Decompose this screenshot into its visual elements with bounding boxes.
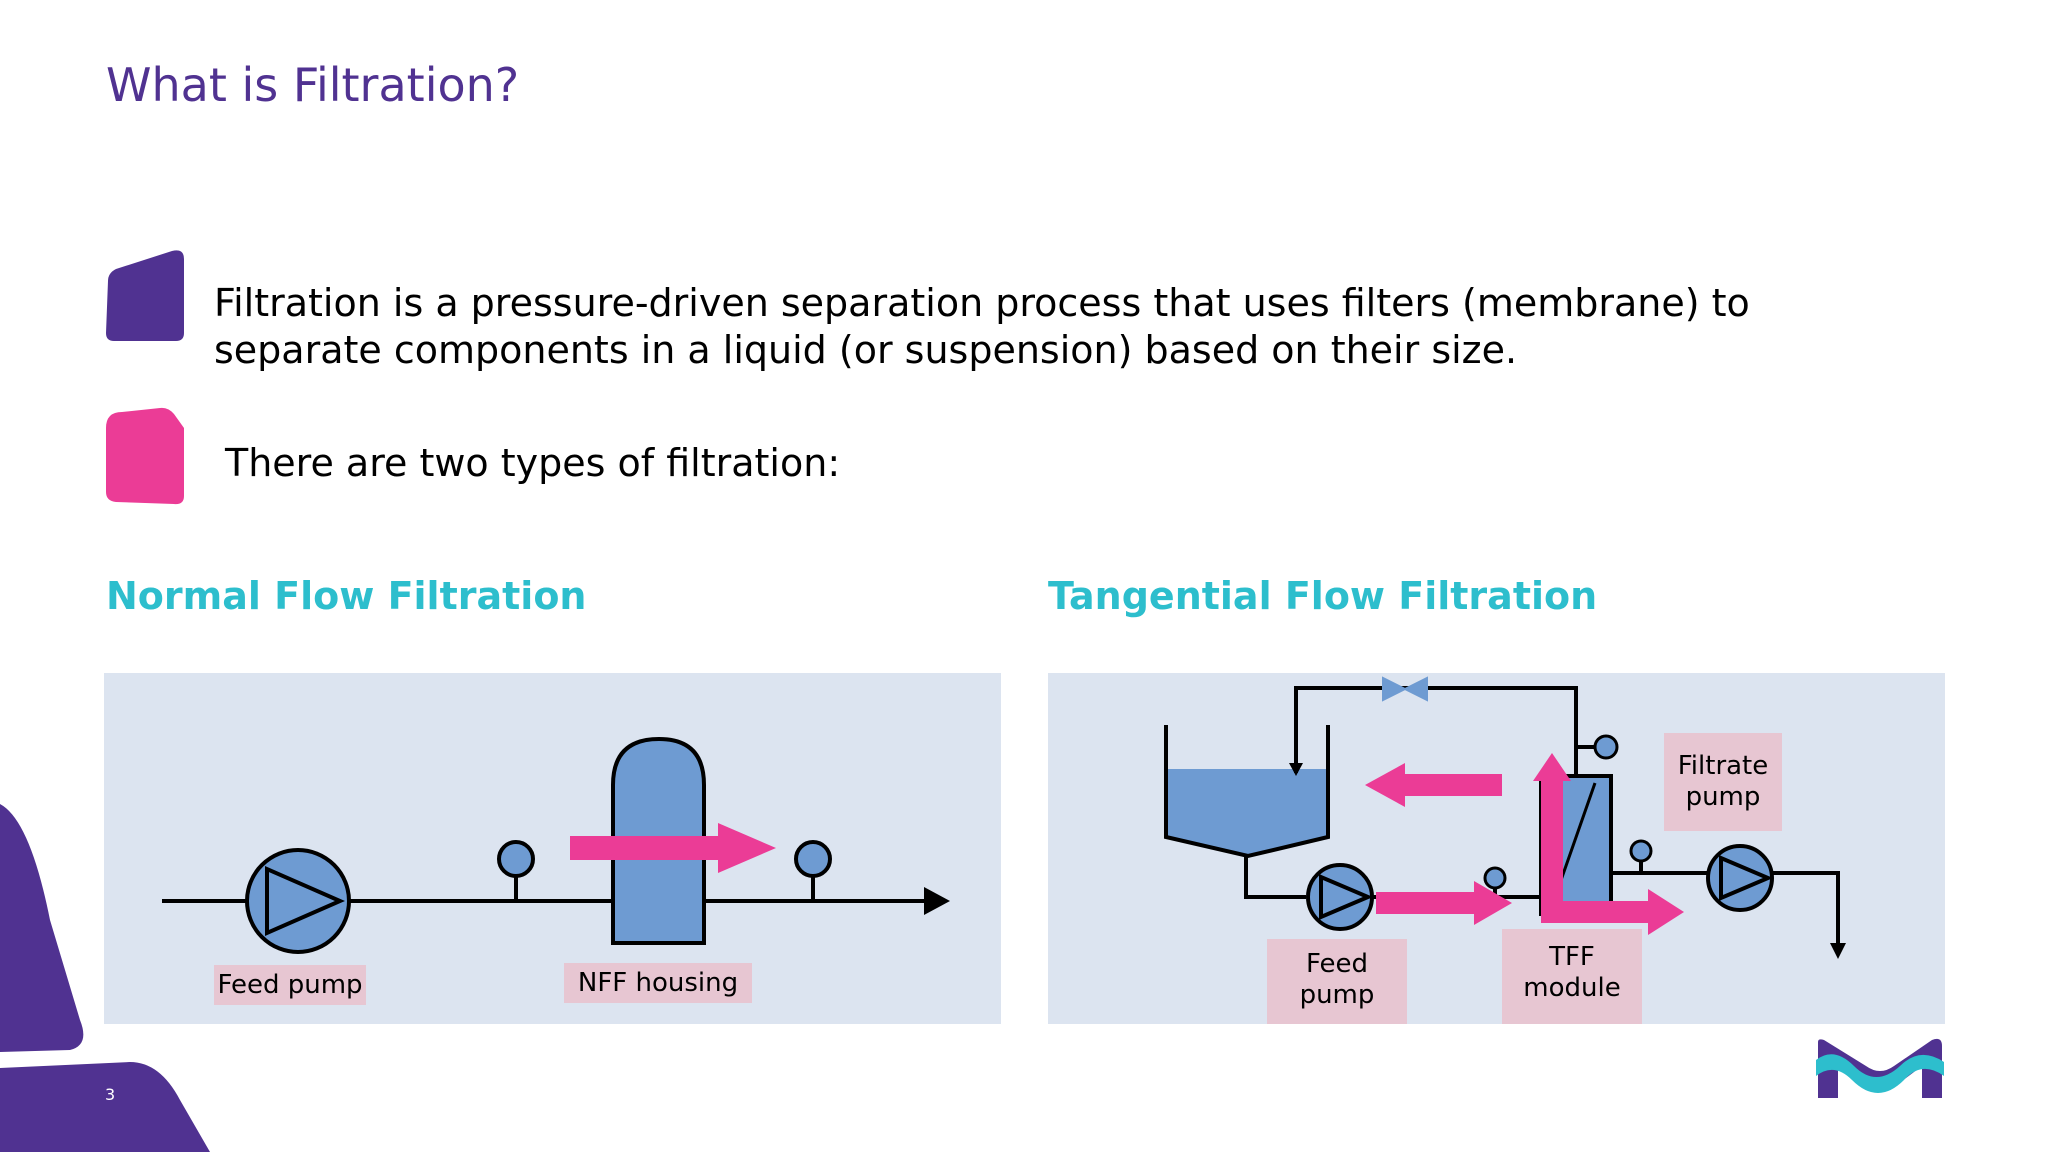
pressure-gauge-icon: [1629, 839, 1653, 863]
flow-arrow-head-icon: [1830, 943, 1846, 959]
nff-diagram-drawing: [162, 736, 950, 954]
pink-flow-arrow-icon: [1533, 753, 1571, 781]
pressure-gauge-icon: [794, 840, 832, 878]
nff-housing-label: NFF housing: [564, 963, 752, 1003]
tff-diagram-drawing: [1164, 676, 1846, 959]
company-logo-icon: [1816, 1038, 1944, 1098]
tff-heading: Tangential Flow Filtration: [1048, 574, 1598, 618]
feed-pump-label: Feed pump: [1267, 939, 1407, 1024]
pressure-gauge-icon: [1593, 734, 1619, 760]
nff-heading: Normal Flow Filtration: [106, 574, 587, 618]
pink-flow-arrow-icon: [718, 823, 776, 873]
pink-bullet-icon: [106, 407, 184, 505]
feed-pump-label-line2: pump: [1299, 980, 1375, 1010]
pink-flow-arrow-icon: [1474, 881, 1512, 925]
filtrate-pump-label-line2: pump: [1685, 782, 1761, 812]
tff-diagram: Filtrate pump Feed pump TFF module: [1048, 673, 1945, 1024]
slide-title: What is Filtration?: [106, 58, 520, 112]
pressure-gauge-icon: [497, 840, 535, 878]
bullet-types: There are two types of filtration:: [225, 441, 841, 485]
nff-diagram: Feed pump NFF housing: [104, 673, 1001, 1024]
feed-pump-label-line1: Feed: [1305, 949, 1369, 979]
page-number: 3: [105, 1085, 116, 1104]
pink-flow-arrow-icon: [1365, 763, 1405, 807]
bullet-definition: Filtration is a pressure-driven separati…: [214, 281, 1750, 372]
tff-module-label: TFF module: [1502, 929, 1642, 1024]
tff-module-label-line2: module: [1523, 973, 1621, 1003]
tff-module-label-line1: TFF: [1549, 942, 1595, 972]
filtrate-pump-label: Filtrate pump: [1664, 733, 1782, 831]
purple-bullet-icon: [106, 250, 184, 341]
filtrate-pump-label-line1: Filtrate: [1677, 751, 1769, 781]
feed-pump-label: Feed pump: [214, 965, 366, 1005]
corner-decoration-icon: [0, 804, 210, 1152]
valve-icon: [1382, 676, 1408, 702]
pressure-gauge-icon: [1483, 866, 1507, 890]
flow-arrow-head-icon: [924, 887, 950, 915]
pink-flow-arrow-icon: [1648, 889, 1684, 935]
